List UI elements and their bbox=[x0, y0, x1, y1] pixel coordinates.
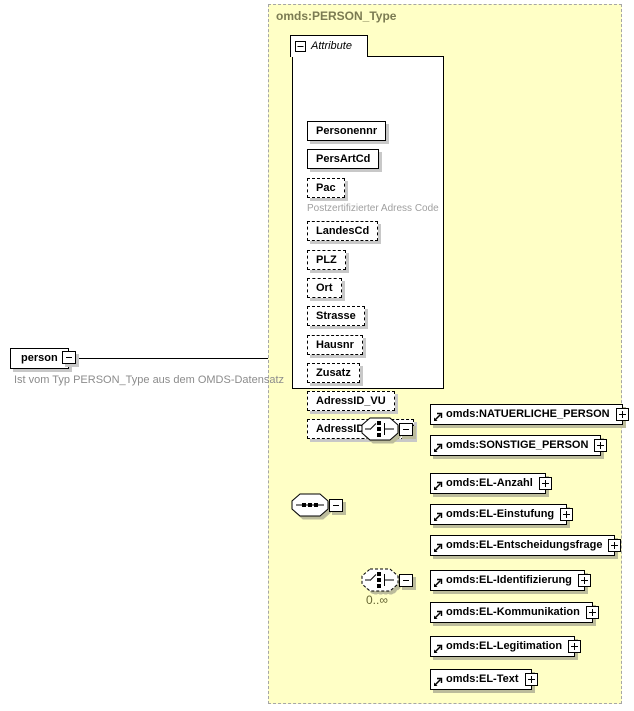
occurrence-label: 0..∞ bbox=[366, 593, 388, 607]
person-element-box[interactable]: person bbox=[10, 348, 69, 369]
expand-plus-icon[interactable] bbox=[538, 477, 552, 490]
element-box[interactable]: omds:EL-Einstufung bbox=[430, 504, 574, 525]
element-reference-icon bbox=[434, 644, 443, 653]
expand-plus-icon[interactable] bbox=[524, 673, 538, 686]
attributes-container: Personennr PersArtCd Pac Postzertifizier… bbox=[292, 56, 444, 439]
element-box[interactable]: omds:EL-Kommunikation bbox=[430, 602, 599, 623]
attribute-name: Strasse bbox=[316, 310, 356, 322]
attribute-name: LandesCd bbox=[316, 225, 370, 237]
element-name: omds:EL-Identifizierung bbox=[446, 574, 572, 586]
attributes-tab: Attribute bbox=[290, 35, 368, 57]
expand-plus-icon[interactable] bbox=[608, 539, 622, 552]
expand-plus-icon[interactable] bbox=[577, 574, 591, 587]
attribute-box[interactable]: Personennr bbox=[307, 121, 387, 141]
attribute-box[interactable]: Ort bbox=[307, 278, 342, 298]
expand-plus-icon[interactable] bbox=[594, 439, 608, 452]
element-name: omds:NATUERLICHE_PERSON bbox=[446, 408, 610, 420]
attribute-name: Pac bbox=[316, 182, 336, 194]
element-box[interactable]: omds:EL-Anzahl bbox=[430, 473, 552, 494]
element-name: omds:SONSTIGE_PERSON bbox=[446, 439, 589, 451]
element-reference-icon bbox=[434, 412, 443, 421]
expand-plus-icon[interactable] bbox=[585, 606, 599, 619]
attribute-box[interactable]: AdressID_VU bbox=[307, 391, 395, 411]
attribute-box[interactable]: PersArtCd bbox=[307, 149, 380, 169]
choice-optional-compositor-icon[interactable] bbox=[361, 568, 399, 592]
element-box[interactable]: omds:NATUERLICHE_PERSON bbox=[430, 404, 629, 425]
sequence-compositor-icon[interactable] bbox=[291, 493, 329, 517]
element-reference-icon bbox=[434, 512, 443, 521]
attribute-name: PersArtCd bbox=[316, 153, 371, 165]
sequence-collapse-icon[interactable] bbox=[329, 499, 343, 512]
attributes-tab-label: Attribute bbox=[311, 40, 352, 52]
element-box[interactable]: omds:SONSTIGE_PERSON bbox=[430, 435, 608, 456]
person-annotation: Ist vom Typ PERSON_Type aus dem OMDS-Dat… bbox=[14, 374, 285, 386]
attribute-name: Zusatz bbox=[316, 367, 351, 379]
element-box[interactable]: omds:EL-Text bbox=[430, 669, 538, 690]
element-name: omds:EL-Text bbox=[446, 673, 519, 685]
attribute-box[interactable]: Hausnr bbox=[307, 335, 363, 355]
attribute-note: Postzertifizierter Adress Code bbox=[307, 203, 439, 214]
person-collapse-icon[interactable] bbox=[62, 351, 76, 364]
choice-compositor-icon[interactable] bbox=[361, 417, 399, 441]
choice-el-collapse-icon[interactable] bbox=[399, 574, 413, 587]
attribute-name: AdressID_VU bbox=[316, 395, 386, 407]
attribute-box[interactable]: Strasse bbox=[307, 306, 365, 326]
attribute-box[interactable]: Pac bbox=[307, 178, 345, 198]
element-reference-icon bbox=[434, 481, 443, 490]
element-reference-icon bbox=[434, 610, 443, 619]
element-reference-icon bbox=[434, 443, 443, 452]
element-name: omds:EL-Anzahl bbox=[446, 477, 533, 489]
expand-plus-icon[interactable] bbox=[560, 508, 574, 521]
attribute-name: PLZ bbox=[316, 254, 337, 266]
element-box[interactable]: omds:EL-Legitimation bbox=[430, 636, 582, 657]
complex-type-title: omds:PERSON_Type bbox=[276, 9, 397, 23]
expand-plus-icon[interactable] bbox=[568, 640, 582, 653]
attribute-name: Hausnr bbox=[316, 339, 354, 351]
attribute-box[interactable]: Zusatz bbox=[307, 363, 360, 383]
element-reference-icon bbox=[434, 578, 443, 587]
element-name: omds:EL-Einstufung bbox=[446, 508, 555, 520]
element-box[interactable]: omds:EL-Entscheidungsfrage bbox=[430, 535, 622, 556]
attribute-box[interactable]: LandesCd bbox=[307, 221, 379, 241]
element-reference-icon bbox=[434, 543, 443, 552]
element-reference-icon bbox=[434, 677, 443, 686]
expand-plus-icon[interactable] bbox=[615, 408, 629, 421]
person-element-label: person bbox=[21, 352, 58, 364]
element-name: omds:EL-Kommunikation bbox=[446, 606, 580, 618]
element-name: omds:EL-Legitimation bbox=[446, 640, 563, 652]
attribute-box[interactable]: PLZ bbox=[307, 250, 346, 270]
element-box[interactable]: omds:EL-Identifizierung bbox=[430, 570, 591, 591]
attribute-name: Personennr bbox=[316, 125, 378, 137]
choice-person-collapse-icon[interactable] bbox=[399, 423, 413, 436]
attribute-name: Ort bbox=[316, 282, 333, 294]
attributes-collapse-icon[interactable] bbox=[295, 41, 306, 52]
element-name: omds:EL-Entscheidungsfrage bbox=[446, 539, 603, 551]
